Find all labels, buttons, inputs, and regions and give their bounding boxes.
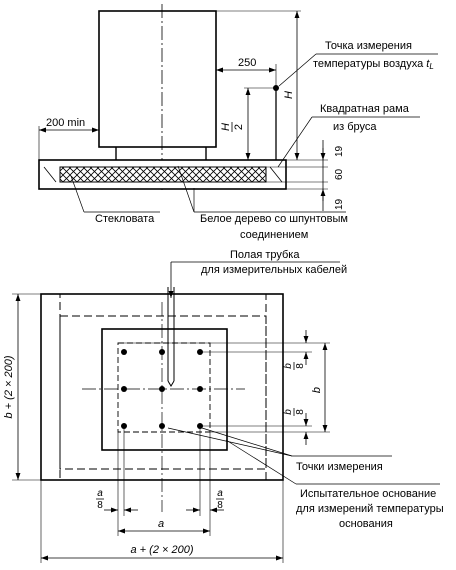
dim-atotal-text: a + (2 × 200) — [131, 544, 194, 556]
measurement-point — [121, 349, 127, 355]
callout-tube-line2: для измерительных кабелей — [201, 264, 347, 276]
dim-h-half-fraction: H 2 — [220, 122, 245, 132]
dim-a8-right-denominator: 8 — [217, 500, 223, 511]
dim-h-text: H — [283, 91, 295, 99]
callout-base-leader — [225, 439, 297, 485]
label-wood-line2: соединением — [240, 229, 308, 241]
callout-temp-line1: Точка измерения — [325, 40, 412, 52]
callout-points-leader-1 — [167, 427, 293, 457]
measurement-point — [121, 386, 127, 392]
measurement-point — [159, 386, 165, 392]
callout-temp-leader — [278, 53, 317, 87]
label-glass-wool: Стекловата — [95, 213, 155, 225]
plan-frame-dashed-inner — [59, 315, 267, 470]
thk-60-text: 60 — [334, 168, 345, 180]
dim-a8-left-denominator: 8 — [97, 500, 103, 511]
callout-base-line3: основания — [339, 518, 393, 530]
plan-view: Полая трубка для измерительных кабелей b — [3, 249, 444, 563]
dim-b8-bottom-numerator: b — [283, 409, 294, 415]
callout-frame-leader — [277, 116, 313, 168]
callout-base-line1: Испытательное основание — [300, 488, 436, 500]
dim-h-half-denominator: 2 — [233, 124, 245, 130]
hollow-tube-end — [167, 380, 175, 387]
dim-b8-top-numerator: b — [283, 363, 294, 369]
dim-h-half-numerator: H — [220, 123, 232, 131]
callout-frame-line2: из бруса — [333, 121, 377, 133]
test-base-square — [101, 328, 228, 451]
dim-a8-right-fraction: a 8 — [216, 488, 224, 511]
callout-temp-line2: температуры воздуха tL — [313, 58, 434, 71]
dim-200min-text: 200 min — [46, 117, 85, 129]
thk-19-bottom-text: 19 — [334, 198, 345, 210]
label-wood-line1: Белое дерево со шпунтовым — [200, 213, 348, 225]
callout-base-line2: для измерений температуры — [296, 503, 444, 515]
dim-b8-bottom-denominator: 8 — [295, 409, 306, 415]
dim-b8-top-denominator: 8 — [295, 363, 306, 369]
dim-b8-top-fraction: b 8 — [283, 362, 306, 370]
measurement-point — [197, 386, 203, 392]
thk-19-top-text: 19 — [334, 145, 345, 157]
measurement-point — [159, 349, 165, 355]
dim-btotal-text: b + (2 × 200) — [3, 355, 15, 418]
glass-wool-layer — [59, 166, 267, 183]
frame-end-diag-left — [43, 166, 57, 183]
frame-end-diag-right — [269, 166, 283, 183]
dim-a-text: a — [158, 518, 164, 530]
dim-a8-left-numerator: a — [97, 488, 103, 499]
callout-points-leader-2 — [201, 427, 293, 457]
dim-b8-bottom-fraction: b 8 — [283, 408, 306, 416]
plan-frame-dashed-outer — [59, 293, 267, 481]
specimen-box — [98, 10, 217, 148]
callout-frame-line1: Квадратная рама — [320, 103, 410, 115]
dim-b-text: b — [311, 387, 323, 393]
label-measurement-points: Точки измерения — [296, 461, 383, 473]
air-temperature-point — [273, 85, 279, 91]
dim-250-text: 250 — [238, 57, 256, 69]
dim-a8-left-fraction: a 8 — [96, 488, 104, 511]
callout-tube-line1: Полая трубка — [230, 249, 300, 261]
callout-wood-leader-1 — [177, 165, 195, 213]
dim-a8-right-numerator: a — [217, 488, 223, 499]
callout-wool-leader — [70, 175, 85, 213]
side-view: 250 H 2 H 200 min 19 60 19 Точка измерен… — [38, 4, 438, 241]
measurement-point — [159, 423, 165, 429]
